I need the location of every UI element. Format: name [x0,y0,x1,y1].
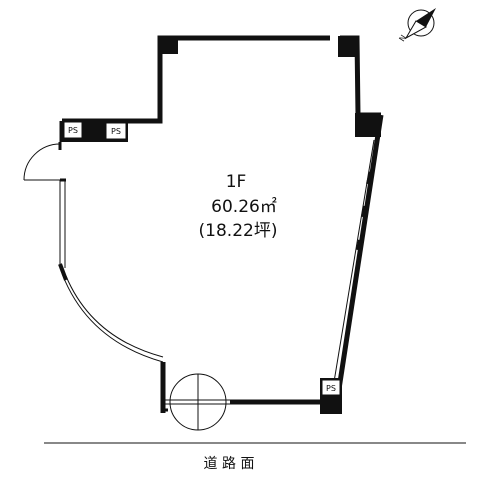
ps-label-3: PS [326,384,336,393]
ps-label-2: PS [111,127,121,136]
side-door [23,143,61,181]
wall-north [62,35,330,124]
column-top-left [160,36,178,54]
area-tsubo-label: (18.22坪) [199,221,278,241]
east-wall [332,114,384,403]
compass-north-label: N [397,33,408,43]
column-top-right [338,36,359,57]
ps-boxes: PS PS PS [63,121,341,396]
west-glazing [58,142,164,363]
floor-label: 1F [226,172,247,192]
column-east [355,113,381,137]
road-label: 道 路 面 [204,456,255,472]
entrance-door [163,373,230,431]
compass-icon: N [397,8,436,43]
ps-label-1: PS [68,126,78,135]
area-sqm-label: 60.26㎡ [211,197,277,217]
